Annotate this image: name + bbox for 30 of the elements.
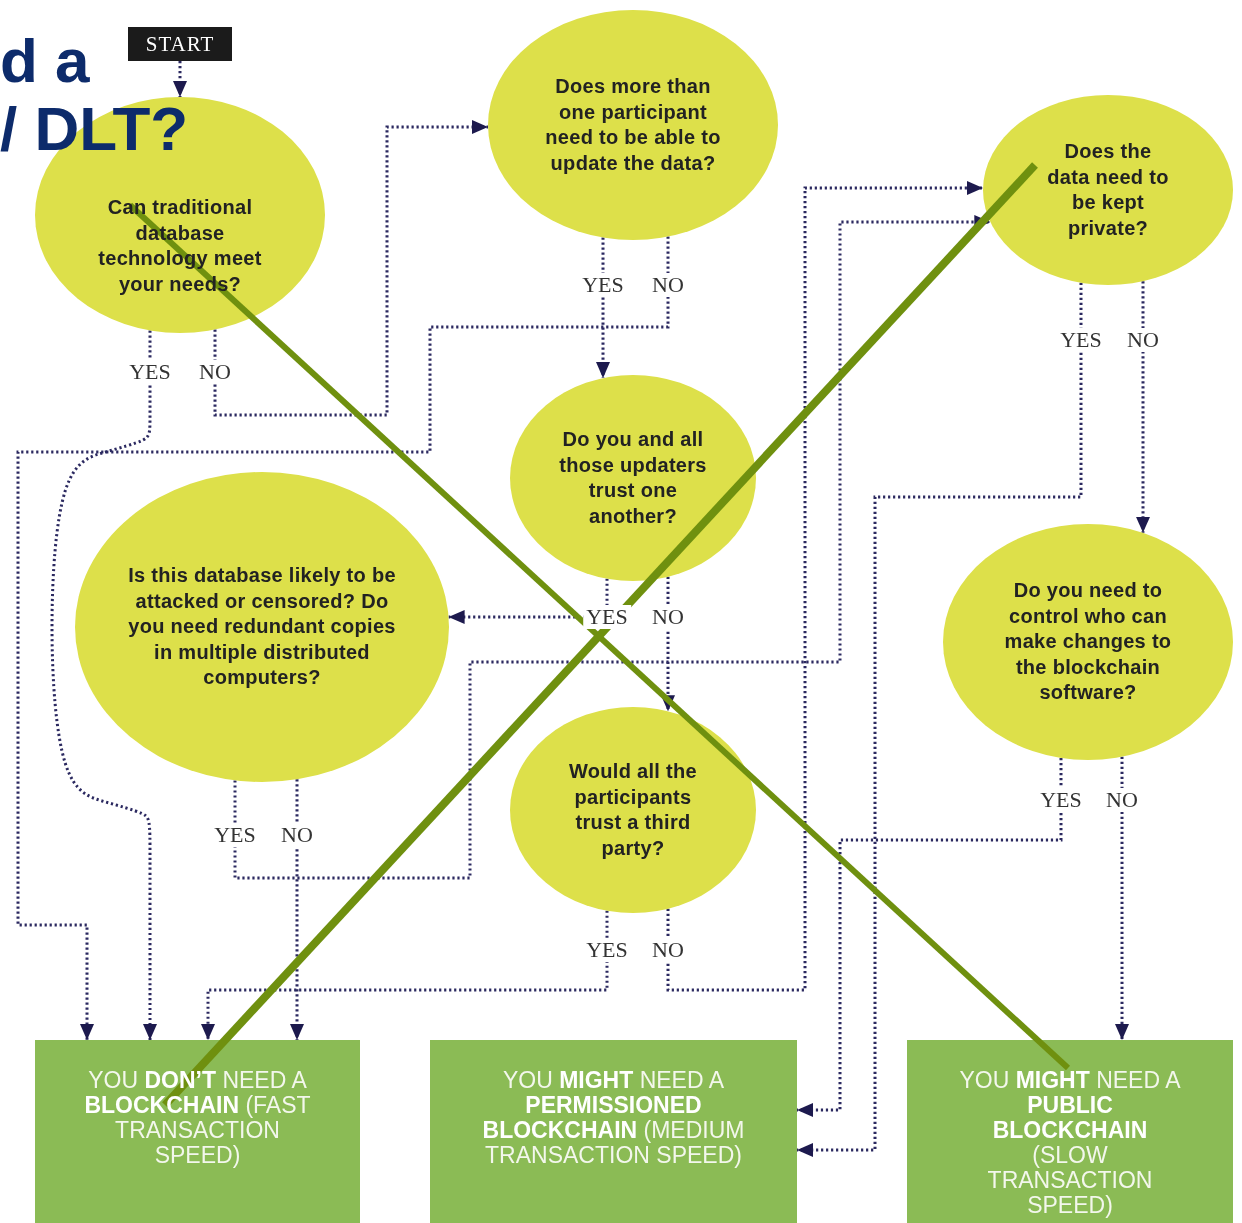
question-text: Would all the participants trust a third party? xyxy=(568,759,698,861)
result-text: YOU MIGHT NEED A PERMISSIONED BLOCKCHAIN (MEDIUM TRANSACTION SPEED) xyxy=(481,1068,746,1168)
result-box xyxy=(430,1040,797,1223)
dotted-arrow xyxy=(201,910,609,1040)
question-text: Does the data need to be kept private? xyxy=(1046,139,1170,241)
dotted-arrow xyxy=(50,330,157,1040)
heading-fragment: d a xyxy=(0,28,90,94)
dotted-arrow xyxy=(290,779,304,1040)
result-box xyxy=(907,1040,1233,1223)
dotted-arrow xyxy=(661,576,675,712)
dotted-arrow xyxy=(666,181,984,992)
question-text: Do you and all those updaters trust one another? xyxy=(558,427,708,529)
start-label: START xyxy=(145,31,215,57)
edge-label: YES xyxy=(583,605,631,629)
question-text: Is this database likely to be attacked or censored? Do you need redundant copies in multiple distributed computers? xyxy=(127,563,397,691)
result-text: YOU DON’T NEED A BLOCKCHAIN (FAST TRANSACTION SPEED) xyxy=(83,1068,312,1168)
dotted-arrow xyxy=(1136,281,1150,533)
question-text: Does more than one participant need to be able to update the data? xyxy=(544,74,722,176)
dotted-arrow xyxy=(233,215,991,880)
result-text: YOU MIGHT NEED A PUBLIC BLOCKCHAIN (SLOW TRANSACTION SPEED) xyxy=(958,1068,1182,1218)
question-text: Do you need to control who can make changes to the blockchain software? xyxy=(1003,578,1173,706)
start-box xyxy=(128,27,232,61)
dotted-arrow xyxy=(596,237,610,379)
dotted-arrow xyxy=(797,757,1063,1117)
dotted-arrow xyxy=(797,282,1083,1157)
dotted-arrow xyxy=(213,120,488,417)
dotted-arrow xyxy=(173,61,187,97)
result-box xyxy=(35,1040,360,1223)
dotted-arrow xyxy=(1115,756,1129,1040)
dotted-arrow xyxy=(16,236,670,1040)
